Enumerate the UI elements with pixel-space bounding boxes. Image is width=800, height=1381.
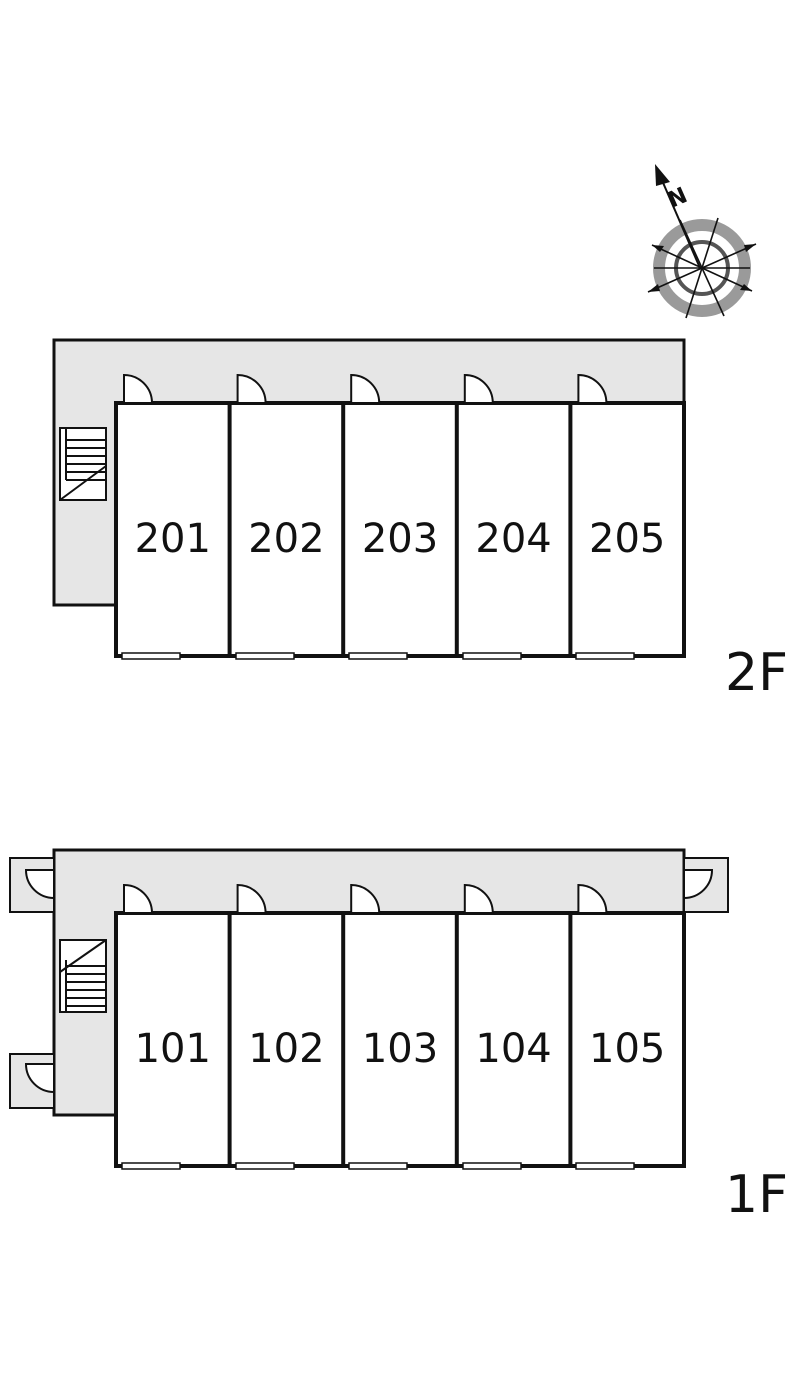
window-icon — [348, 1162, 408, 1170]
room-number: 203 — [362, 516, 438, 562]
door-icon — [236, 373, 267, 404]
door-icon — [123, 883, 154, 914]
window-icon — [121, 652, 181, 660]
window-icon — [121, 1162, 181, 1170]
exterior-door-left-bottom — [9, 1053, 55, 1109]
exterior-door-left-top — [9, 857, 55, 913]
door-icon — [577, 373, 608, 404]
compass-rose-icon: N — [647, 164, 757, 319]
stairs-icon — [59, 939, 107, 1013]
room-number: 201 — [135, 516, 211, 562]
door-icon — [236, 883, 267, 914]
floor-label: 2F — [725, 643, 788, 703]
unit-doors — [123, 373, 608, 404]
window-icon — [235, 652, 295, 660]
room-number: 204 — [475, 516, 551, 562]
door-icon — [24, 869, 55, 900]
door-icon — [24, 1063, 55, 1094]
window-icon — [575, 1162, 635, 1170]
exterior-door-right — [683, 857, 729, 913]
room-number: 104 — [475, 1026, 551, 1072]
windows — [121, 1162, 635, 1170]
window-icon — [348, 652, 408, 660]
window-icon — [235, 1162, 295, 1170]
windows — [121, 652, 635, 660]
door-icon — [350, 373, 381, 404]
floor-label: 1F — [725, 1165, 788, 1225]
window-icon — [462, 1162, 522, 1170]
door-icon — [350, 883, 381, 914]
room-number: 103 — [362, 1026, 438, 1072]
floor-1f: 101 102 103 104 105 1F — [9, 848, 788, 1225]
door-icon — [577, 883, 608, 914]
room-number: 205 — [589, 516, 665, 562]
stairs-icon — [59, 427, 107, 501]
room-number: 105 — [589, 1026, 665, 1072]
door-icon — [683, 869, 714, 900]
door-icon — [463, 373, 494, 404]
window-icon — [462, 652, 522, 660]
room-number: 202 — [248, 516, 324, 562]
door-icon — [123, 373, 154, 404]
unit-doors — [123, 883, 608, 914]
room-number: 101 — [135, 1026, 211, 1072]
window-icon — [575, 652, 635, 660]
floor-2f: 201 202 203 204 205 2F — [52, 338, 788, 703]
door-icon — [463, 883, 494, 914]
room-number: 102 — [248, 1026, 324, 1072]
compass-north-label: N — [664, 183, 691, 213]
